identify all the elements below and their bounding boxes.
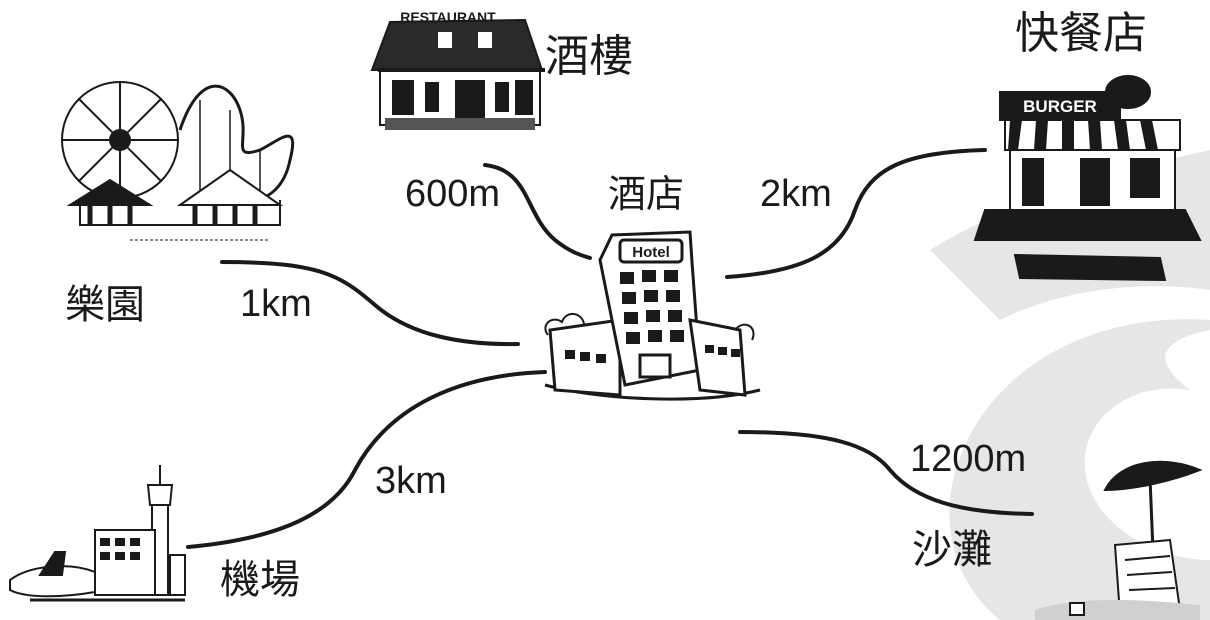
connector-airport <box>186 370 547 549</box>
airport-label: 機場 <box>220 557 300 603</box>
restaurant-distance: 600m <box>405 173 501 215</box>
restaurant-sign: RESTAURANT <box>400 9 496 25</box>
airport-icon <box>9 465 186 602</box>
park-label: 樂園 <box>65 282 145 328</box>
burger-sign: BURGER <box>1023 97 1097 116</box>
restaurant-icon: RESTAURANT <box>370 9 545 130</box>
fastfood-distance: 2km <box>760 173 832 215</box>
hotel-building-icon: Hotel <box>544 230 761 401</box>
connector-lines <box>186 148 1034 549</box>
beach-distance: 1200m <box>910 438 1027 480</box>
connector-fastfood <box>725 148 987 279</box>
amusement-park-icon <box>61 81 295 241</box>
restaurant-label: 酒樓 <box>545 31 633 82</box>
beach-label: 沙灘 <box>912 527 992 573</box>
fastfood-label: 快餐店 <box>1015 8 1147 59</box>
hotel-sign: Hotel <box>632 244 670 261</box>
park-distance: 1km <box>240 283 312 325</box>
connector-park <box>220 260 520 347</box>
connector-beach <box>738 430 1034 516</box>
hotel-label: 酒店 <box>608 172 685 216</box>
beach-umbrella-icon <box>1035 460 1203 620</box>
connector-restaurant <box>483 163 592 260</box>
airport-distance: 3km <box>375 460 447 502</box>
burger-shop-icon: BURGER <box>973 75 1202 282</box>
